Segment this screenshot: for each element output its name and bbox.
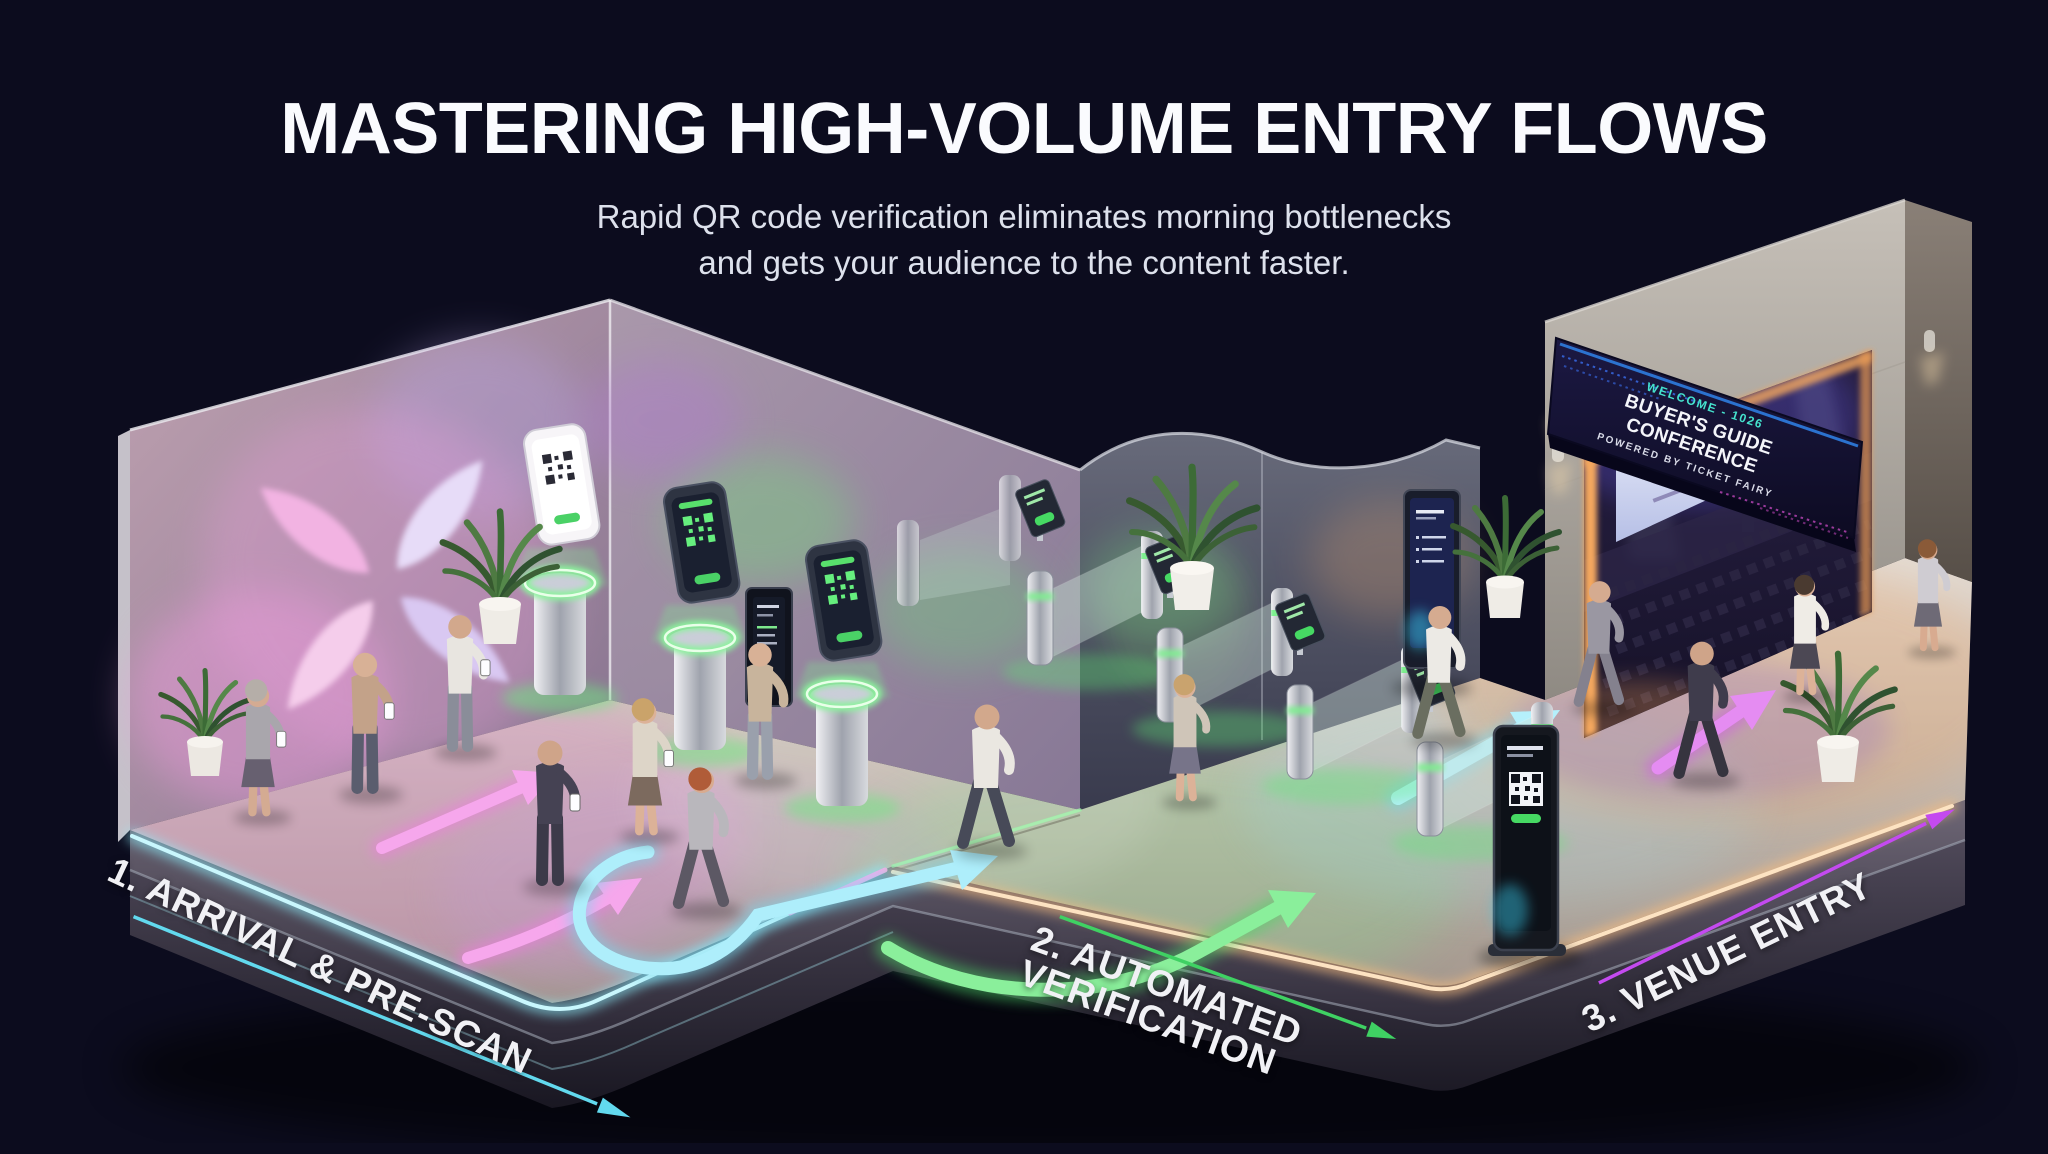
venue-sign [1546,336,1864,552]
stage-2-arrow-line [1059,914,1367,1030]
header: MASTERING HIGH-VOLUME ENTRY FLOWS Rapid … [0,88,2048,285]
person [339,653,403,804]
person [435,615,497,761]
person [523,741,589,897]
potted-plant [443,512,560,644]
neon-edge-strips [127,801,1957,1014]
stage-label-arrival-prescan: 1. ARRIVAL & PRE-SCAN [102,849,631,1118]
person [671,767,741,919]
potted-plants [161,467,1895,782]
qr-phone-display [805,539,883,662]
prescan-kiosk [502,423,618,713]
person [620,698,679,844]
stage-3-arrow [1598,809,1955,985]
platform-base [129,800,1966,1108]
person [234,679,292,825]
stage-3-arrow-head [1925,809,1955,830]
person [1783,574,1835,704]
cyan-swirl-arrow [567,840,998,981]
pink-arrow-2 [457,878,642,969]
potted-plant [161,671,251,776]
stage-1-arrow [132,914,631,1118]
subtitle-line-2: and gets your audience to the content fa… [698,243,1350,281]
turnstile-lane [897,475,1021,606]
stage-1-arrow-line [132,914,598,1106]
stage-2-arrow-head [1366,1021,1397,1040]
stage-2-arrow [1059,914,1397,1040]
qr-phone-display [523,423,601,546]
prescan-kiosk [642,481,758,767]
ticket-fairy-flower-logo [202,407,568,763]
stage-3-arrow-line [1598,821,1927,985]
venue-side-wall [1905,200,1972,582]
magenta-arrow [1646,690,1776,780]
page-subtitle: Rapid QR code verification eliminates mo… [0,194,2048,285]
stage-1-arrow-head [596,1097,631,1118]
exit-qr-totem [1478,724,1582,969]
stage-label-automated-verification: 2. AUTOMATED VERIFICATION [1014,902,1402,1119]
potted-plant [1130,467,1257,610]
attendees [234,539,1956,919]
potted-plant [1783,654,1894,782]
qr-phone-display [663,481,741,604]
stage-label-venue-entry: 3. VENUE ENTRY [1568,799,1980,1040]
person [1162,674,1217,810]
potted-plant [1453,498,1559,618]
green-curve-arrow [875,890,1316,1003]
wall-sconce [1920,330,1944,386]
page-title: MASTERING HIGH-VOLUME ENTRY FLOWS [280,89,1768,169]
subtitle-line-1: Rapid QR code verification eliminates mo… [596,198,1452,235]
prescan-kiosk [784,539,900,823]
person [1908,539,1956,658]
